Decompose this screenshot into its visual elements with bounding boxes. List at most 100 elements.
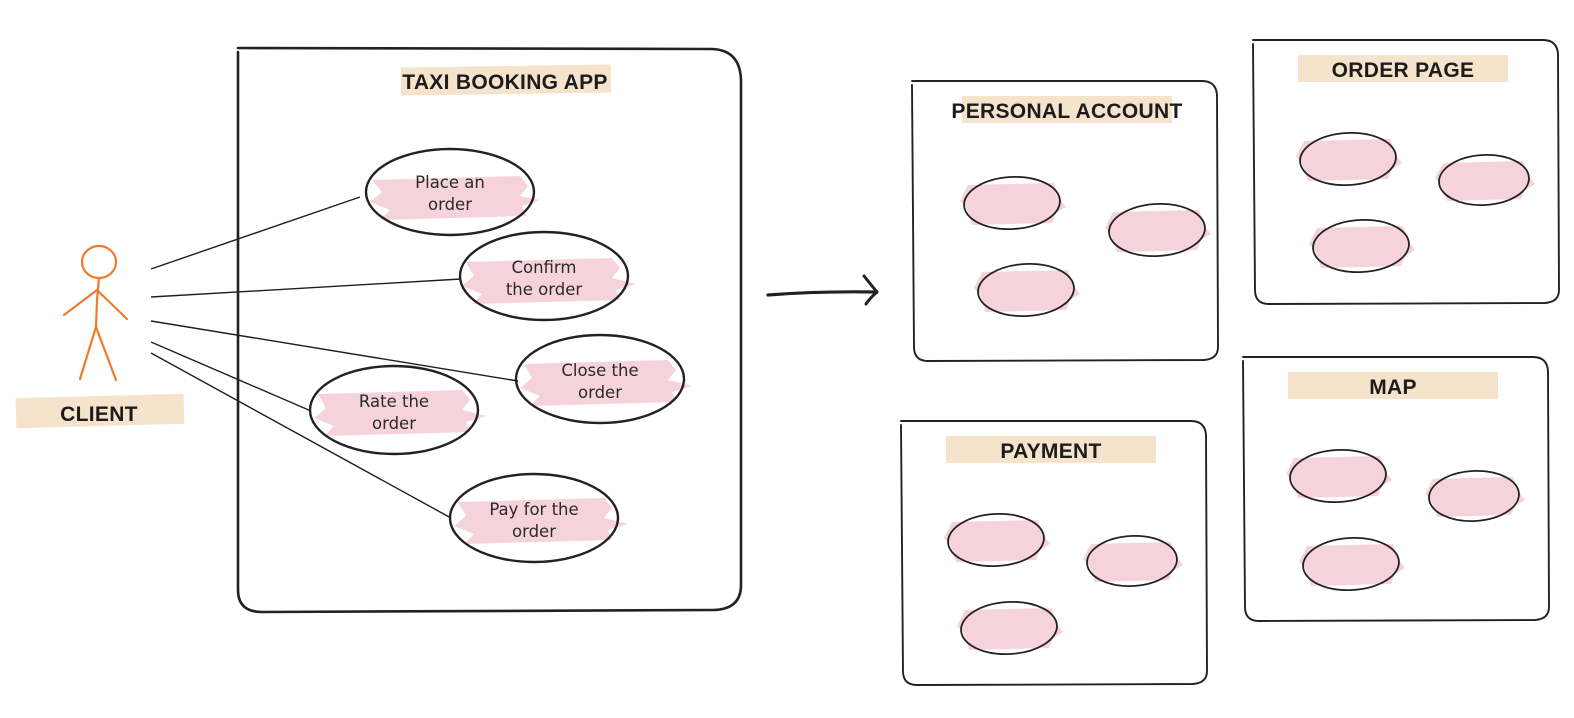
system-title-highlight — [400, 64, 612, 96]
use-case-outline — [1312, 219, 1410, 273]
svg-text:Place an: Place an — [415, 173, 485, 192]
use-case-fill — [974, 270, 1080, 312]
use-case-label-line1: Confirm — [511, 258, 576, 277]
associations — [150, 196, 519, 519]
use-case-fill — [1286, 456, 1392, 498]
svg-text:the order: the order — [506, 280, 583, 299]
module-title: PERSONAL ACCOUNT — [951, 100, 1182, 123]
module-title-highlight — [946, 436, 1156, 463]
module-border — [911, 80, 1219, 362]
module-title-highlight — [1298, 55, 1508, 82]
module-use-case[interactable] — [957, 600, 1063, 657]
module-use-case[interactable] — [1425, 469, 1525, 524]
right-arrow-icon — [766, 274, 879, 306]
use-case-label-line1: Place an — [415, 173, 485, 192]
module-use-case[interactable] — [1299, 536, 1405, 593]
stick-figure-icon — [62, 244, 129, 382]
use-case-label-line2: order — [512, 522, 556, 541]
use-case-label-line1: Rate the — [359, 392, 429, 411]
use-case-outline — [960, 601, 1058, 655]
use-case-outline — [364, 147, 536, 237]
module-use-case[interactable] — [1435, 153, 1535, 208]
association-place — [150, 196, 361, 270]
actor-client: CLIENT — [15, 244, 185, 429]
use-case-fill — [1083, 542, 1183, 582]
svg-text:Confirm: Confirm — [511, 258, 576, 277]
svg-text:order: order — [428, 195, 472, 214]
module-personal-account: PERSONAL ACCOUNT — [911, 80, 1219, 362]
module-title: PAYMENT — [1000, 440, 1101, 463]
use-case-close-order[interactable]: Close the order — [514, 333, 692, 425]
use-case-outline — [947, 513, 1045, 567]
use-case-outline — [963, 176, 1061, 230]
svg-text:Pay for the: Pay for the — [489, 500, 578, 519]
module-use-case[interactable] — [1309, 218, 1415, 275]
actor-label-highlight — [15, 393, 185, 429]
use-case-fill — [1435, 161, 1535, 201]
use-case-place-order[interactable]: Place an order — [364, 147, 540, 237]
use-case-fill — [957, 608, 1063, 650]
use-case-outline — [977, 263, 1075, 317]
svg-text:order: order — [372, 414, 416, 433]
system-boundary: TAXI BOOKING APP — [236, 46, 743, 614]
use-case-fill — [454, 498, 628, 544]
use-case-outline — [448, 472, 620, 564]
use-case-fill — [520, 360, 692, 406]
module-title: ORDER PAGE — [1332, 59, 1475, 82]
use-case-outline — [1438, 154, 1530, 206]
use-case-fill — [1309, 226, 1415, 268]
module-use-case[interactable] — [974, 262, 1080, 319]
module-order-page: ORDER PAGE — [1252, 39, 1560, 305]
use-case-fill — [370, 176, 540, 220]
use-case-outline — [308, 364, 480, 456]
use-case-outline — [1289, 449, 1387, 503]
use-case-rate-order[interactable]: Rate the order — [308, 364, 486, 456]
svg-text:Close the: Close the — [561, 361, 638, 380]
association-pay — [150, 352, 452, 519]
use-case-label-line1: Close the — [561, 361, 638, 380]
use-case-outline — [1299, 132, 1397, 186]
svg-text:order: order — [578, 383, 622, 402]
module-map: MAP — [1242, 356, 1550, 622]
use-case-confirm-order[interactable]: Confirm the order — [458, 230, 636, 322]
use-case-outline — [1108, 203, 1206, 257]
use-case-label-line1: Pay for the — [489, 500, 578, 519]
svg-text:order: order — [512, 522, 556, 541]
module-use-case[interactable] — [1296, 131, 1402, 188]
use-case-fill — [1296, 139, 1402, 181]
use-case-fill — [960, 183, 1066, 225]
module-use-case[interactable] — [944, 512, 1050, 569]
module-use-case[interactable] — [1286, 448, 1392, 505]
module-use-case[interactable] — [1105, 202, 1211, 259]
module-border — [1242, 356, 1550, 622]
use-case-pay-order[interactable]: Pay for the order — [448, 472, 628, 564]
use-case-label-line2: order — [372, 414, 416, 433]
module-title-highlight — [1288, 372, 1498, 399]
use-case-fill — [944, 520, 1050, 562]
use-case-fill — [462, 258, 636, 304]
system-title: TAXI BOOKING APP — [402, 71, 607, 94]
module-border — [1252, 39, 1560, 305]
module-use-case[interactable] — [960, 175, 1066, 232]
svg-text:Rate the: Rate the — [359, 392, 429, 411]
use-case-fill — [1105, 210, 1211, 252]
association-rate — [150, 341, 312, 412]
use-case-fill — [1299, 544, 1405, 586]
use-case-label-line2: order — [578, 383, 622, 402]
use-case-outline — [1086, 535, 1178, 587]
use-case-label-line2: order — [428, 195, 472, 214]
use-case-outline — [1302, 537, 1400, 591]
module-title-highlight — [962, 96, 1172, 123]
module-border — [900, 420, 1208, 686]
module-payment: PAYMENT — [900, 420, 1208, 686]
module-use-case[interactable] — [1083, 534, 1183, 589]
use-case-fill — [314, 390, 486, 436]
use-case-fill — [1425, 477, 1525, 517]
use-case-outline — [458, 230, 630, 322]
actor-label: CLIENT — [60, 403, 138, 426]
use-case-label-line2: the order — [506, 280, 583, 299]
use-case-outline — [1428, 470, 1520, 522]
association-close — [150, 320, 519, 382]
use-case-outline — [514, 333, 686, 425]
